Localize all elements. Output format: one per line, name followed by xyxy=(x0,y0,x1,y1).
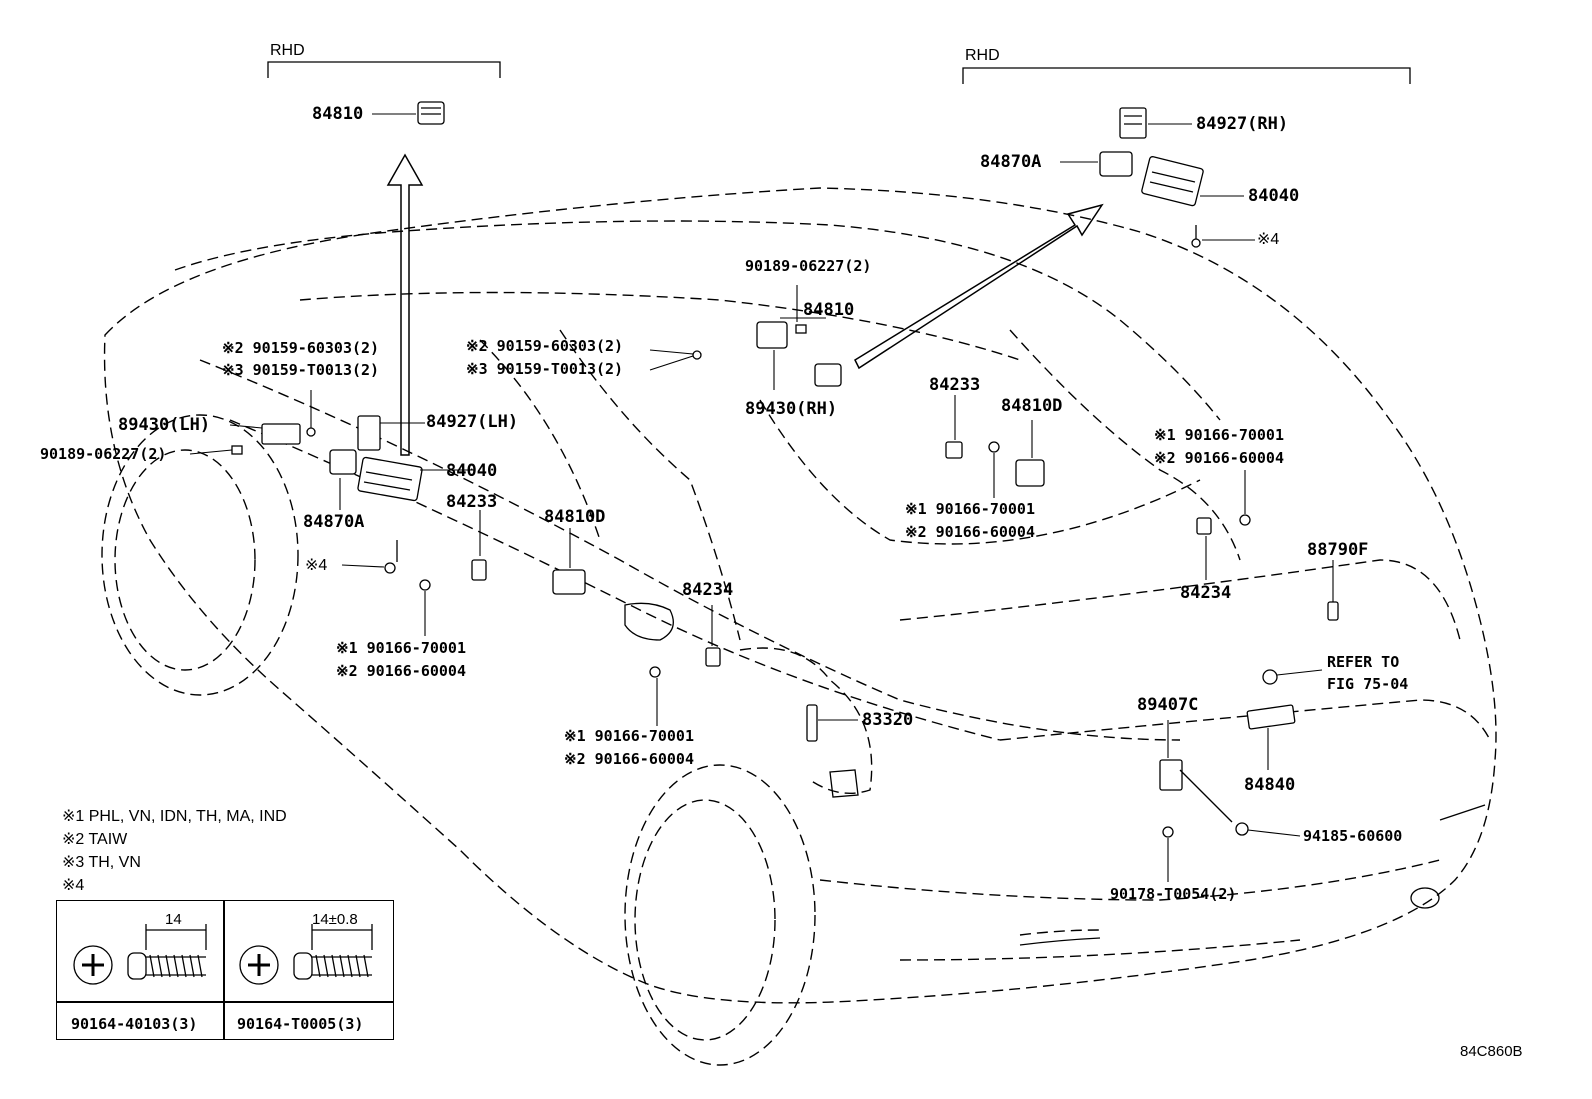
clip-90189-right-icon xyxy=(795,324,807,334)
part-84040-right: 84040 xyxy=(1248,186,1300,206)
switch-84810d-right-icon xyxy=(1015,459,1045,487)
note3-90159-mid: ※3 90159-T0013(2) xyxy=(466,360,624,378)
part-84927-rh: 84927(RH) xyxy=(1196,114,1289,134)
sensor-84233-left-icon xyxy=(419,559,487,591)
sensor-84234-mid-icon xyxy=(649,647,721,678)
note4-left: ※4 xyxy=(305,557,328,574)
part-89430-lh: 89430(LH) xyxy=(118,415,211,435)
note2-90159-mid: ※2 90159-60303(2) xyxy=(466,337,624,355)
rhd-label-right: RHD xyxy=(965,47,1000,64)
note2-90166-right: ※2 90166-60004 xyxy=(1154,449,1284,467)
note1-90166-mid: ※1 90166-70001 xyxy=(564,727,694,745)
sensor-84233-right-icon xyxy=(945,441,1000,459)
switch-84810-mid-icon xyxy=(756,321,842,387)
part-84233-left: 84233 xyxy=(446,492,498,512)
note2-90159-left: ※2 90159-60303(2) xyxy=(222,339,380,357)
bolt-spec-table: 14 14±0.8 90164-40103(3) 90164-T0005(3) xyxy=(56,900,394,1040)
part-84810d-right: 84810D xyxy=(1001,396,1063,416)
part-90189-left: 90189-06227(2) xyxy=(40,445,167,463)
part-84234-right: 84234 xyxy=(1180,583,1232,603)
part-84233-right: 84233 xyxy=(929,375,981,395)
switch-84810-top-icon xyxy=(417,101,445,125)
part-84927-lh: 84927(LH) xyxy=(426,412,519,432)
figure-code: 84C860B xyxy=(1460,1043,1523,1060)
part-84810-top: 84810 xyxy=(312,104,364,124)
part-89430-rh: 89430(RH) xyxy=(745,399,838,419)
grommet-refer-icon xyxy=(1262,669,1278,685)
legend-note-4: ※4 xyxy=(62,877,85,894)
part-84234-mid: 84234 xyxy=(682,580,734,600)
screw-90159-mid-icon xyxy=(692,350,702,360)
note3-90159-left: ※3 90159-T0013(2) xyxy=(222,361,380,379)
part-84040-left: 84040 xyxy=(446,461,498,481)
switch-84927-lh-icon xyxy=(357,415,381,451)
part-84810d-left: 84810D xyxy=(544,507,606,527)
connector-88790f-icon xyxy=(1327,601,1339,621)
nut-94185-icon xyxy=(1235,822,1249,836)
note2-90166-center: ※2 90166-60004 xyxy=(905,523,1035,541)
sensor-89430-lh-icon xyxy=(261,423,301,445)
bolt-right-part: 90164-T0005(3) xyxy=(237,1015,364,1033)
note1-90166-right: ※1 90166-70001 xyxy=(1154,426,1284,444)
note4-right: ※4 xyxy=(1257,231,1280,248)
note1-90166-center: ※1 90166-70001 xyxy=(905,500,1035,518)
module-84840-icon xyxy=(1246,704,1296,730)
note2-90166-left: ※2 90166-60004 xyxy=(336,662,466,680)
rhd-label-left: RHD xyxy=(270,42,305,59)
part-84870a-left: 84870A xyxy=(303,512,365,532)
bolt-left-length: 14 xyxy=(165,911,182,928)
part-94185: 94185-60600 xyxy=(1303,827,1403,845)
clip-90178-icon xyxy=(1162,826,1174,838)
refer-to-label: REFER TO xyxy=(1327,653,1400,671)
part-88790f: 88790F xyxy=(1307,540,1369,560)
bolt-left-part: 90164-40103(3) xyxy=(71,1015,198,1033)
switch-84810d-left-icon xyxy=(552,569,586,595)
legend-note-2: ※2 TAIW xyxy=(62,831,128,848)
part-84870a-right: 84870A xyxy=(980,152,1042,172)
switch-84870a-right-icon xyxy=(1099,151,1133,177)
car-outline xyxy=(103,187,1497,1004)
clip-90159-left-icon xyxy=(306,427,316,437)
note2-90166-mid: ※2 90166-60004 xyxy=(564,750,694,768)
clip-90189-left-icon xyxy=(231,445,243,455)
switch-84927-rh-icon xyxy=(1119,107,1147,139)
note1-90166-left: ※1 90166-70001 xyxy=(336,639,466,657)
fig-reference: FIG 75-04 xyxy=(1327,675,1409,693)
part-84810-mid: 84810 xyxy=(803,300,855,320)
sensor-89407c-icon xyxy=(1159,759,1233,823)
screw-note4-right-icon xyxy=(1191,225,1201,248)
screw-note4-left-icon xyxy=(384,540,398,574)
part-84840: 84840 xyxy=(1244,775,1296,795)
part-90189-right: 90189-06227(2) xyxy=(745,257,872,275)
switch-84040-right-icon xyxy=(1141,156,1204,207)
sensor-84234-right-icon xyxy=(1196,514,1251,535)
legend-note-3: ※3 TH, VN xyxy=(62,854,141,871)
part-90178: 90178-T0054(2) xyxy=(1110,885,1237,903)
legend-notes: ※1 PHL, VN, IDN, TH, MA, IND ※2 TAIW ※3 … xyxy=(62,806,287,898)
switch-84040-left-icon xyxy=(357,456,423,502)
bolt-right-length: 14±0.8 xyxy=(312,911,358,928)
part-83320: 83320 xyxy=(862,710,914,730)
legend-note-1: ※1 PHL, VN, IDN, TH, MA, IND xyxy=(62,808,287,825)
switch-84870a-left-icon xyxy=(329,449,357,475)
part-89407c: 89407C xyxy=(1137,695,1199,715)
connector-83320-icon xyxy=(806,704,818,742)
